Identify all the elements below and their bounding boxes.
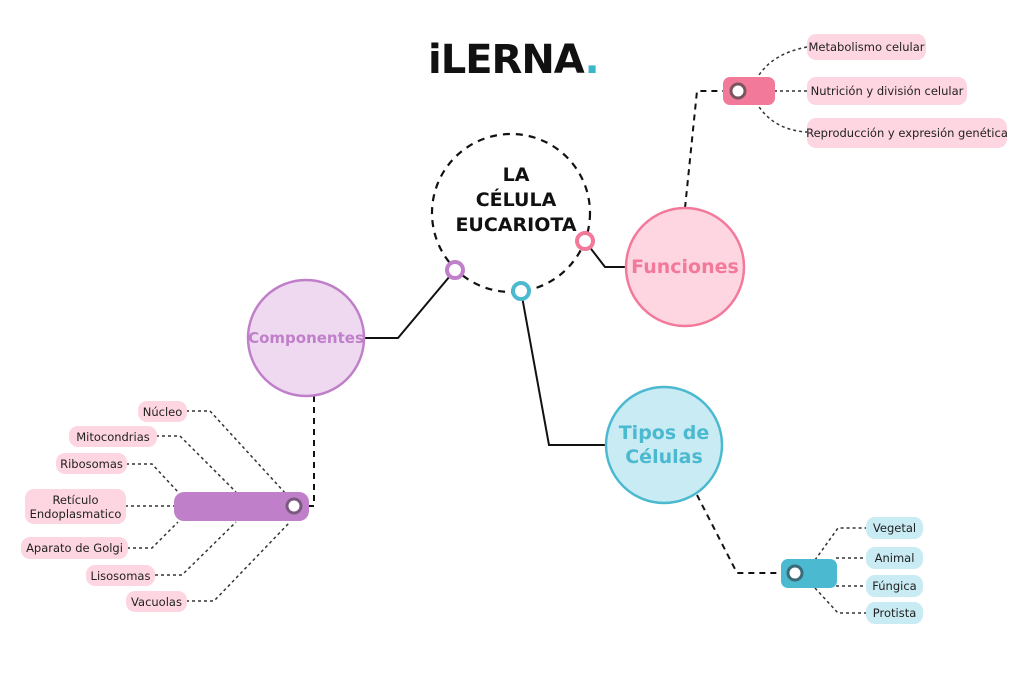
hub-node-funciones (575, 231, 595, 251)
connector-componentes-handle (304, 396, 315, 507)
hub-title-line-1: LA (502, 164, 530, 186)
tipos-item: Protista (866, 602, 923, 624)
componentes-item: Retículo Endoplasmatico (25, 489, 126, 524)
hub-title-line-3: EUCARIOTA (455, 214, 577, 236)
tipos-item: Vegetal (866, 517, 923, 539)
connector-funciones (584, 240, 627, 268)
line-funciones-1 (755, 46, 808, 81)
line-tipos-4 (814, 587, 868, 614)
tipos-item: Animal (866, 547, 923, 569)
funciones-circle (624, 206, 746, 328)
componentes-handle-knob (285, 497, 303, 515)
componentes-item: Aparato de Golgi (21, 537, 128, 559)
funciones-item: Nutrición y división celular (807, 77, 967, 105)
componentes-handle (174, 492, 309, 521)
connector-componentes (365, 269, 456, 339)
componentes-item: Ribosomas (56, 453, 127, 474)
componentes-circle (246, 278, 366, 398)
connector-funciones-handle (684, 90, 723, 209)
componentes-title: Componentes (248, 329, 364, 347)
line-funciones-3 (755, 101, 808, 133)
hub-node-componentes (445, 260, 465, 280)
line-componentes-6 (155, 521, 237, 576)
componentes-item: Lisosomas (86, 565, 155, 586)
tipos-item: Fúngica (866, 575, 923, 597)
line-tipos-1 (814, 527, 868, 561)
componentes-item: Núcleo (138, 401, 187, 422)
componentes-item: Vacuolas (126, 591, 187, 612)
hub-node-tipos (511, 281, 531, 301)
line-componentes-3 (126, 463, 179, 493)
line-componentes-5 (127, 521, 179, 549)
line-componentes-7 (186, 521, 291, 602)
funciones-handle-knob (729, 82, 747, 100)
line-componentes-2 (156, 435, 237, 493)
connector-tipos-handle (696, 494, 781, 574)
tipos-handle-knob (786, 564, 804, 582)
tipos-title: Tipos de Células (618, 422, 710, 468)
funciones-item: Reproducción y expresión genética (806, 118, 1008, 148)
tipos-circle (604, 385, 724, 505)
ilerna-logo: iLERNA. (428, 37, 600, 83)
funciones-title: Funciones (631, 256, 739, 278)
line-componentes-1 (186, 410, 287, 495)
funciones-item: Metabolismo celular (807, 34, 926, 60)
hub-title: LA CÉLULA EUCARIOTA (446, 163, 586, 238)
connector-tipos (520, 290, 610, 446)
hub-title-line-2: CÉLULA (475, 189, 557, 211)
hub-circle (430, 132, 592, 294)
componentes-item: Mitocondrias (69, 426, 157, 447)
